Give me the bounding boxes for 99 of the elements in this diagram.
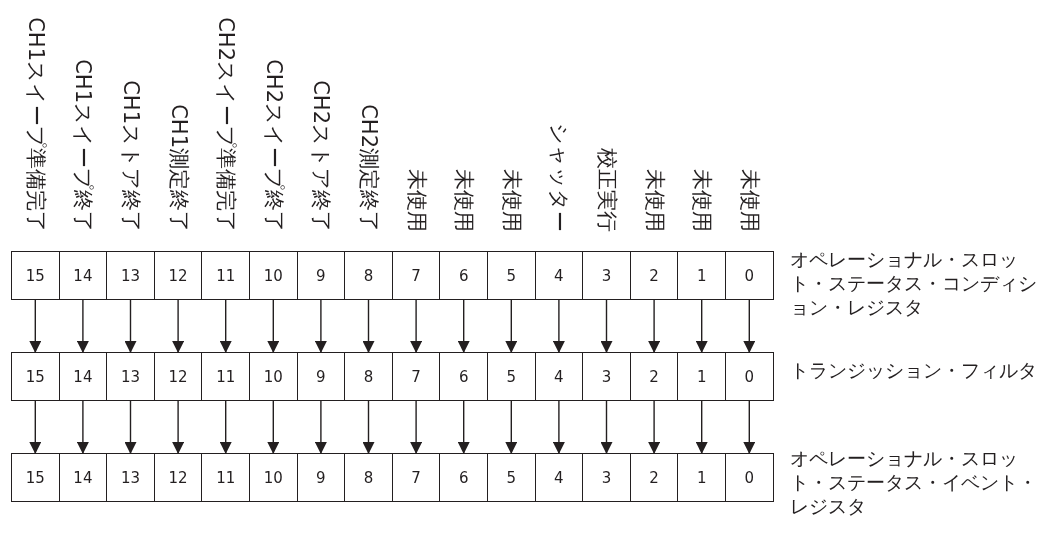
bit-label: CH1スイープ終了 [70,59,94,232]
arrow [362,400,375,454]
bit-label: CH1スイープ準備完了 [23,17,47,232]
bit-label: CH2スイープ準備完了 [213,17,237,232]
arrow [219,400,232,454]
bit-label: 未使用 [451,169,475,232]
arrow [76,299,89,353]
arrow [600,299,613,353]
bit-cell: 2 [629,352,679,401]
bit-cell: 9 [296,453,346,502]
bit-cell: 15 [11,352,60,401]
arrow [410,299,423,353]
arrow [457,400,470,454]
bit-label: CH2ストア終了 [308,80,332,232]
bit-cell: 10 [249,352,298,401]
bit-label: 未使用 [642,169,666,232]
arrow [267,299,280,353]
bit-cell: 7 [391,352,441,401]
bit-cell: 14 [58,352,108,401]
arrow [552,400,565,454]
arrow [124,400,137,454]
bit-label: CH2スイープ終了 [261,59,285,232]
arrow [124,299,137,353]
arrow [552,299,565,353]
bit-cell: 6 [439,352,488,401]
arrow [695,400,708,454]
bit-label: CH1測定終了 [166,104,190,232]
bit-cell: 4 [534,352,584,401]
bit-cell: 15 [11,251,60,300]
bit-cell: 12 [153,251,203,300]
bit-cell: 12 [153,453,203,502]
arrow [172,299,185,353]
bit-cell: 11 [201,352,250,401]
bit-cell: 1 [677,352,726,401]
bit-cell: 5 [487,453,536,502]
bit-cell: 6 [439,251,488,300]
bit-cell: 7 [391,453,441,502]
bit-cell: 8 [344,352,393,401]
bit-cell: 14 [58,251,108,300]
bit-cell: 15 [11,453,60,502]
arrow [457,299,470,353]
bit-cell: 3 [582,251,631,300]
bit-cell: 9 [296,352,346,401]
bit-cell: 13 [106,352,155,401]
bit-cell: 3 [582,453,631,502]
bit-label: 校正実行 [594,148,618,232]
bit-cell: 6 [439,453,488,502]
bit-cell: 10 [249,251,298,300]
bit-cell: 2 [629,453,679,502]
bit-label: 未使用 [499,169,523,232]
arrow [648,299,661,353]
arrow [76,400,89,454]
arrow [410,400,423,454]
arrow [314,299,327,353]
bit-cell: 1 [677,453,726,502]
bit-cell: 13 [106,453,155,502]
bit-cell: 8 [344,453,393,502]
bit-cell: 0 [725,453,774,502]
arrow [600,400,613,454]
bit-label: CH2測定終了 [356,104,380,232]
arrow [362,299,375,353]
arrow [29,400,42,454]
bit-label: 未使用 [404,169,428,232]
bit-label: CH1ストア終了 [118,80,142,232]
register-name: オペレーショナル・スロット・ステータス・イベント・レジスタ [790,447,1038,519]
arrow [219,299,232,353]
register-name: オペレーショナル・スロット・ステータス・コンディション・レジスタ [790,248,1038,320]
arrow [314,400,327,454]
bit-cell: 10 [249,453,298,502]
bit-cell: 13 [106,251,155,300]
arrow [695,299,708,353]
arrow [267,400,280,454]
arrow [743,400,756,454]
bit-cell: 11 [201,251,250,300]
bit-cell: 5 [487,251,536,300]
bit-label: シャッター [546,123,570,232]
bit-cell: 11 [201,453,250,502]
bit-cell: 4 [534,453,584,502]
register-name: トランジッション・フィルタ [790,359,1038,383]
bit-cell: 9 [296,251,346,300]
arrow [505,400,518,454]
bit-cell: 0 [725,352,774,401]
bit-cell: 0 [725,251,774,300]
bit-label: 未使用 [689,169,713,232]
arrow [743,299,756,353]
bit-cell: 8 [344,251,393,300]
bit-cell: 14 [58,453,108,502]
bit-cell: 3 [582,352,631,401]
bit-cell: 12 [153,352,203,401]
bit-cell: 7 [391,251,441,300]
bit-cell: 5 [487,352,536,401]
arrow [172,400,185,454]
bit-cell: 4 [534,251,584,300]
bit-cell: 1 [677,251,726,300]
bit-label: 未使用 [737,169,761,232]
arrow [29,299,42,353]
arrow [505,299,518,353]
bit-cell: 2 [629,251,679,300]
arrow [648,400,661,454]
